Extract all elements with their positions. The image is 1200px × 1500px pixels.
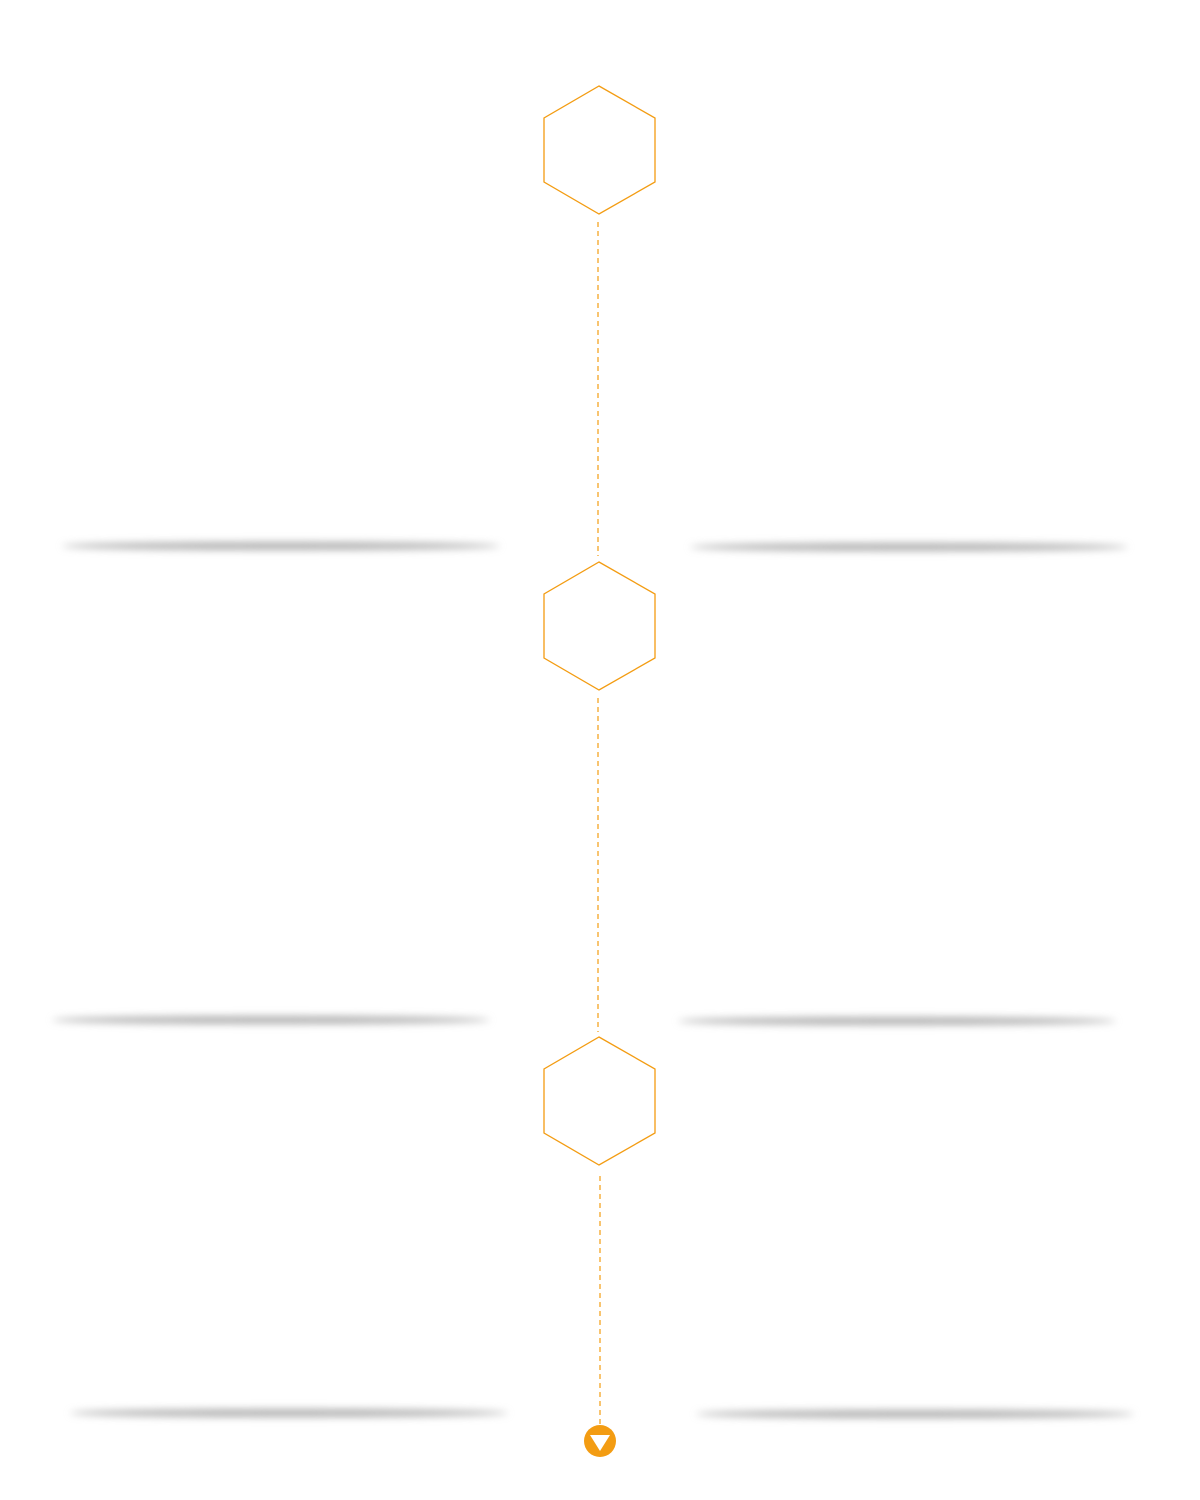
right-card-shadow-3 — [696, 1410, 1134, 1418]
left-card-shadow-1 — [62, 542, 500, 550]
hexagon-node-2 — [543, 561, 656, 691]
hexagon-node-3 — [543, 1036, 656, 1166]
left-card-shadow-2 — [52, 1016, 490, 1024]
down-arrow-icon — [584, 1425, 616, 1457]
left-card-shadow-3 — [70, 1409, 508, 1417]
hexagon-node-1 — [543, 85, 656, 215]
right-card-shadow-1 — [690, 543, 1128, 551]
right-card-shadow-2 — [678, 1017, 1116, 1025]
